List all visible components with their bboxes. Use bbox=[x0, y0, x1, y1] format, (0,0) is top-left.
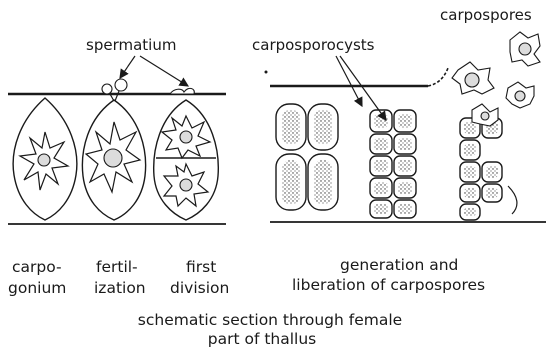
carpospore-free bbox=[506, 82, 534, 108]
figure-caption-line2: part of thallus bbox=[208, 330, 317, 348]
carpospore-free bbox=[472, 104, 498, 126]
spermatium-arrow-a bbox=[120, 56, 135, 78]
carposporocysts-label: carposporocysts bbox=[252, 36, 375, 54]
stage-label-fertilization-line2: ization bbox=[94, 279, 146, 297]
carpospore-free bbox=[452, 62, 494, 94]
carpospores-label: carpospores bbox=[440, 6, 532, 24]
spermatium-arrow-b bbox=[140, 56, 188, 86]
thallus-broken-surface-right bbox=[428, 68, 448, 86]
carposporocysts-arrow-b bbox=[340, 56, 386, 120]
stage-label-first-division-line1: first bbox=[186, 258, 216, 276]
stage-label-first-division-line2: division bbox=[170, 279, 229, 297]
first-division-cell bbox=[154, 88, 219, 220]
stage-label-liberation-line2: liberation of carpospores bbox=[292, 276, 485, 294]
fertilization-cell bbox=[82, 79, 145, 220]
stage-label-carpogonium-line2: gonium bbox=[8, 279, 66, 297]
carpospore-free bbox=[510, 32, 540, 66]
stage-label-carpogonium-line1: carpo- bbox=[12, 258, 62, 276]
carposporocyst-group-four bbox=[276, 104, 338, 210]
stage-label-liberation-line1: generation and bbox=[340, 256, 458, 274]
carposporocyst-group-multi bbox=[370, 110, 416, 218]
figure-caption-line1: schematic section through female bbox=[138, 311, 402, 329]
spermatium-attached-a bbox=[102, 84, 112, 94]
carpogonium-cell bbox=[13, 98, 77, 220]
spermatium-label: spermatium bbox=[86, 36, 176, 54]
carposporocyst-group-liberating bbox=[460, 118, 517, 220]
stage-label-fertilization-line1: fertil- bbox=[96, 258, 138, 276]
spermatium-flattened bbox=[170, 88, 194, 94]
spermatium-attached-b bbox=[115, 79, 127, 91]
